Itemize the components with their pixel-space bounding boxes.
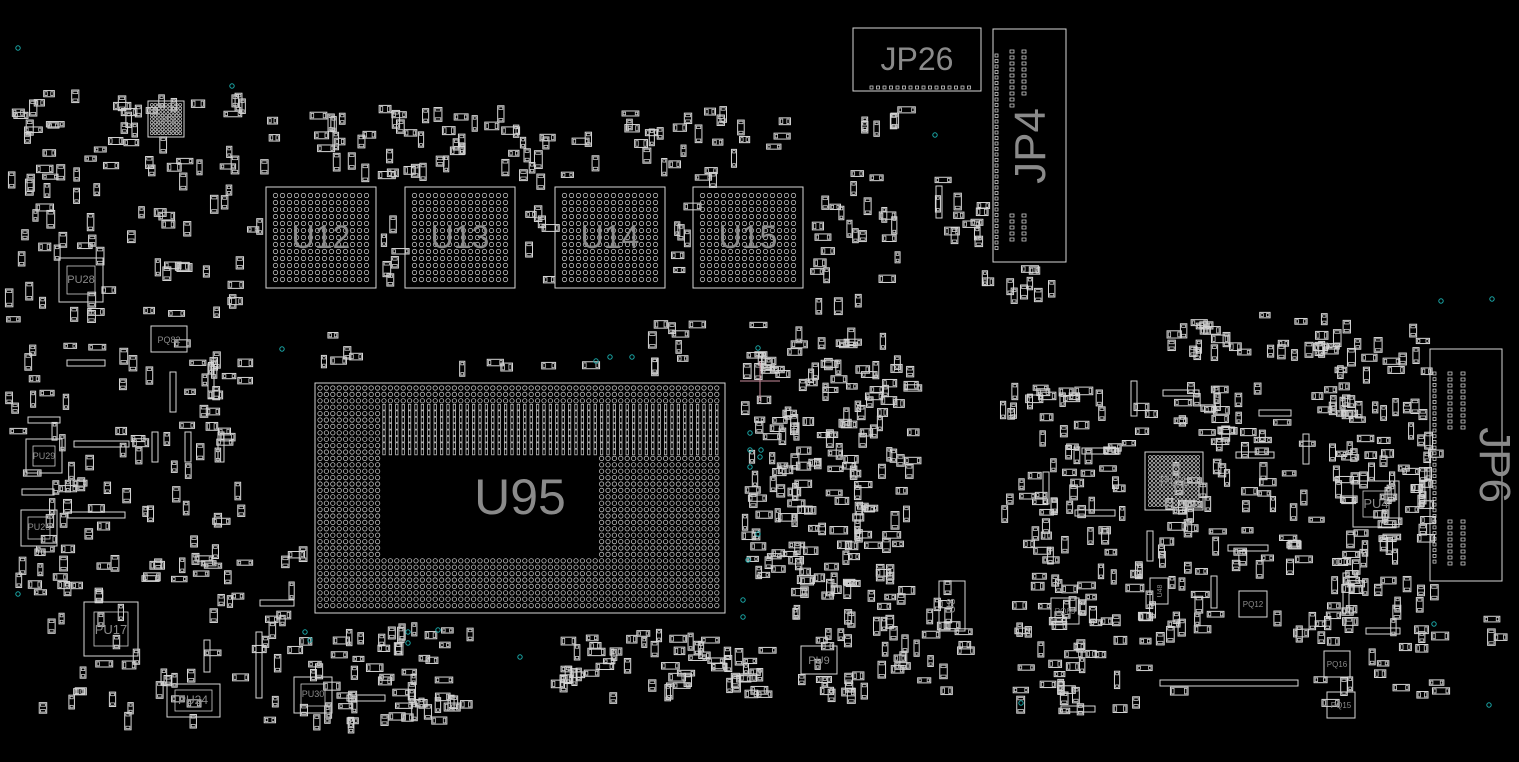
u43-label: U43 [157, 115, 176, 126]
ic-pq16[interactable]: PQ16 [1323, 650, 1351, 678]
jp6-label: JP6 [1470, 427, 1519, 503]
ic-pu24[interactable]: PU24 [166, 683, 221, 718]
ic-pq82[interactable]: PQ82 [150, 325, 188, 353]
pu28-label: PU28 [67, 274, 95, 286]
pq85-label: PQ85 [1055, 607, 1076, 616]
pu25-label: PU25 [28, 522, 51, 532]
connector-jp4[interactable]: JP4 [992, 28, 1067, 263]
pq82-label: PQ82 [157, 335, 180, 345]
ic-pq15[interactable]: PQ15 [1326, 691, 1356, 719]
ic-pu30[interactable]: PU30 [293, 676, 333, 714]
ic-pu1[interactable]: PU1 [1144, 451, 1204, 511]
ic-pu28[interactable]: PU28 [58, 257, 104, 303]
u13-label: U13 [431, 219, 490, 255]
pu1-label: PU1 [1159, 473, 1188, 490]
memory-chip-u15[interactable]: U15 [692, 186, 804, 289]
pu29-label: PU29 [33, 451, 56, 461]
ic-pu4[interactable]: PU4 [1352, 480, 1400, 528]
pu4-label: PU4 [1363, 496, 1388, 511]
ic-pu25[interactable]: PU25 [20, 509, 58, 547]
ic-u43[interactable]: U43 [147, 100, 185, 138]
u14-label: U14 [581, 219, 640, 255]
memory-chip-u12[interactable]: U12 [265, 186, 377, 289]
u8-label: U8 [944, 598, 958, 614]
connector-jp6[interactable]: JP6 [1429, 348, 1519, 582]
jp4-label: JP4 [1006, 108, 1055, 184]
vias [15, 45, 1495, 708]
pq15-label: PQ15 [1331, 701, 1352, 710]
pu24-label: PU24 [178, 693, 208, 707]
ic-pq85[interactable]: PQ85 [1050, 597, 1080, 625]
ic-pu29[interactable]: PU29 [25, 438, 63, 474]
u15-label: U15 [719, 219, 778, 255]
memory-chip-u14[interactable]: U14 [554, 186, 666, 289]
ic-u48[interactable]: U48 [1149, 577, 1169, 605]
u48-label: U48 [1157, 584, 1164, 597]
ic-pq12[interactable]: PQ12 [1238, 590, 1268, 618]
crosshair-cursor [740, 361, 780, 401]
pu30-label: PU30 [302, 689, 325, 699]
u12-label: U12 [292, 219, 351, 255]
jp26-label: JP26 [881, 41, 954, 77]
connector-jp26[interactable]: JP26 [852, 27, 982, 92]
passive-components [4, 89, 1508, 734]
ic-u8[interactable]: U8 [938, 580, 966, 632]
pu9-label: PU9 [808, 655, 829, 667]
memory-chip-u13[interactable]: U13 [404, 186, 516, 289]
u95-label: U95 [474, 469, 566, 525]
pq16-label: PQ16 [1327, 660, 1348, 669]
pu17-label: PU17 [95, 622, 128, 637]
ic-pu9[interactable]: PU9 [800, 645, 838, 675]
cpu-u95[interactable]: U95 [314, 382, 726, 614]
ic-pu17[interactable]: PU17 [83, 601, 139, 657]
u95-ball-array [317, 385, 720, 609]
pq12-label: PQ12 [1243, 600, 1264, 609]
